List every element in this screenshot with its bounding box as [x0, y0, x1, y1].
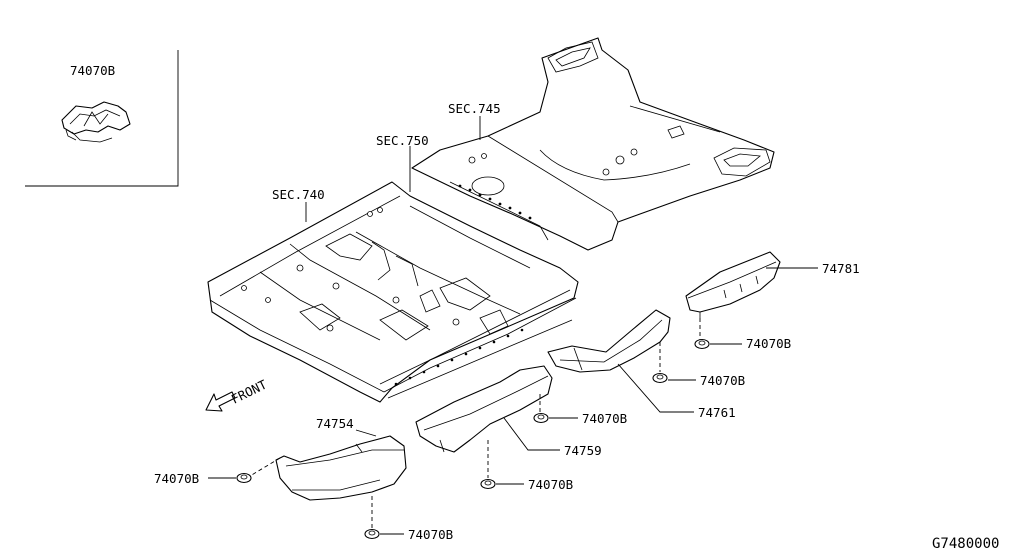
clip-74070b-a-label: 74070B — [746, 336, 791, 351]
part-74759-heat-insulator — [415, 365, 553, 453]
diagram-code: G7480000 — [932, 536, 999, 552]
part-74759-label: 74759 — [564, 443, 602, 458]
clip-74070b-b-label: 74070B — [700, 373, 745, 388]
sec-745-label: SEC.745 — [448, 101, 501, 116]
front-arrow-icon — [205, 391, 236, 412]
inset-label: 74070B — [70, 63, 115, 78]
inset-box: 74070B — [25, 50, 179, 187]
part-74761-heat-insulator — [547, 309, 671, 373]
front-label: FRONT — [229, 377, 270, 407]
sec-750-label: SEC.750 — [376, 133, 429, 148]
part-74781-label: 74781 — [822, 261, 860, 276]
clip-icon — [652, 372, 668, 384]
part-74754-heat-insulator — [275, 435, 407, 501]
clip-74070b-d-label: 74070B — [154, 471, 199, 486]
part-74754-label: 74754 — [316, 416, 354, 431]
clip-74070b-f-label: 74070B — [528, 477, 573, 492]
clip-74070b-e-label: 74070B — [408, 527, 453, 542]
clip-74070b-c-label: 74070B — [582, 411, 627, 426]
inset-clip-icon — [61, 101, 131, 143]
front-floor-panel — [207, 181, 579, 403]
clip-icon — [236, 472, 252, 484]
part-74781-heat-insulator — [685, 251, 781, 318]
clip-icon — [533, 412, 549, 424]
clip-icon — [364, 528, 380, 540]
part-74761-label: 74761 — [698, 405, 736, 420]
rear-floor-panel — [411, 37, 775, 251]
clip-icon — [694, 338, 710, 350]
sec-740-label: SEC.740 — [272, 187, 325, 202]
clip-icon — [480, 478, 496, 490]
